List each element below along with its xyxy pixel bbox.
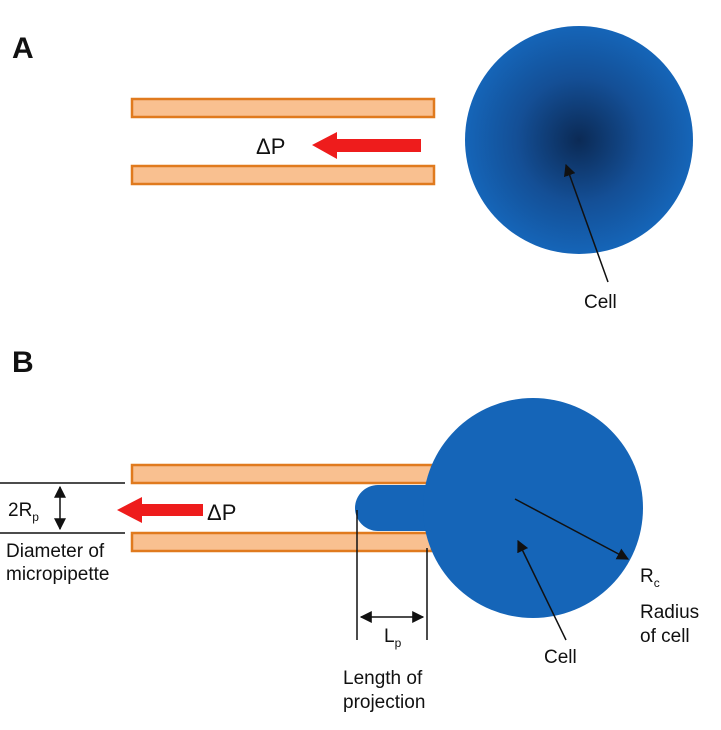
- diameter-text-line2: micropipette: [6, 564, 110, 585]
- cell-pointer-arrow: [564, 163, 609, 283]
- cell-projection: [355, 485, 440, 531]
- radius-arrow: [514, 498, 630, 560]
- pressure-label: ΔP: [256, 134, 285, 159]
- cell-pointer-arrow: [517, 539, 567, 641]
- projection-symbol: Lp: [384, 626, 402, 650]
- pipette-wall-bottom: [130, 531, 434, 553]
- panel-a-label: A: [12, 32, 34, 65]
- pipette-wall-top: [130, 97, 436, 119]
- panel-b-label: B: [12, 346, 34, 379]
- radius-text-line1: Radius: [640, 602, 699, 623]
- diameter-symbol: 2Rp: [8, 500, 39, 524]
- pressure-arrow: [117, 497, 203, 523]
- radius-symbol: Rc: [640, 566, 660, 590]
- cell: [465, 26, 693, 254]
- pressure-label: ΔP: [207, 500, 236, 525]
- projection-text-line1: Length of: [343, 668, 423, 689]
- radius-text-line2: of cell: [640, 626, 690, 647]
- diameter-text-line1: Diameter of: [6, 541, 105, 562]
- cell-label: Cell: [544, 647, 577, 668]
- pipette-wall-top: [130, 463, 434, 485]
- cell-label: Cell: [584, 292, 617, 313]
- pipette-wall-bottom: [130, 164, 436, 186]
- panel-b: B ΔP 2Rp Diameter of micropipette Lp Len…: [0, 346, 699, 713]
- pressure-arrow: [312, 132, 421, 159]
- projection-text-line2: projection: [343, 692, 425, 713]
- panel-a: A ΔP Cell: [12, 26, 693, 313]
